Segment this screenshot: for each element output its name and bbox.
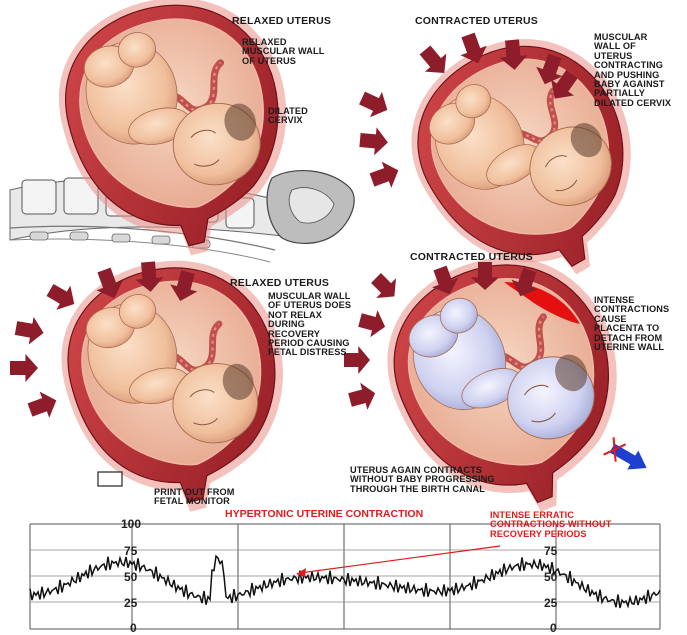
legend-swatch — [98, 472, 122, 486]
label-no-relax: MUSCULAR WALL OF UTERUS DOES NOT RELAX D… — [268, 292, 351, 358]
legend-label: PRINT OUT FROM FETAL MONITOR — [154, 488, 235, 507]
label-placenta-detach: INTENSE CONTRACTIONS CAUSE PLACENTA TO D… — [594, 296, 669, 352]
monitor-annotation: INTENSE ERRATIC CONTRACTIONS WITHOUT REC… — [490, 511, 611, 539]
scale-right-0: 0 — [550, 622, 557, 634]
panel-title-contracted-top: CONTRACTED UTERUS — [415, 16, 538, 27]
scale-left-100: 100 — [121, 518, 141, 530]
contraction-arrow-icon — [14, 314, 46, 346]
label-relaxed-wall: RELAXED MUSCULAR WALL OF UTERUS — [242, 38, 324, 66]
scale-left-75: 75 — [124, 545, 137, 557]
bleeding-arrow-icon — [603, 436, 652, 477]
contraction-arrow-icon — [356, 85, 393, 122]
contraction-arrow-icon — [346, 380, 378, 414]
contraction-arrow-icon — [367, 157, 403, 193]
uterus-contracted-bottom — [358, 224, 662, 546]
scale-right-75: 75 — [544, 545, 557, 557]
label-no-progress: UTERUS AGAIN CONTRACTS WITHOUT BABY PROG… — [350, 466, 495, 494]
contraction-arrow-icon — [366, 268, 404, 306]
monitor-title: HYPERTONIC UTERINE CONTRACTION — [225, 509, 423, 520]
contraction-arrow-icon — [25, 387, 61, 423]
panel-title-contracted-bottom: CONTRACTED UTERUS — [410, 252, 533, 263]
scale-right-25: 25 — [544, 597, 557, 609]
panel-title-relaxed-bottom: RELAXED UTERUS — [230, 278, 329, 289]
scale-left-25: 25 — [124, 597, 137, 609]
contraction-arrow-icon — [43, 278, 81, 316]
panel-title-relaxed-top: RELAXED UTERUS — [232, 16, 331, 27]
contraction-arrow-icon — [10, 354, 38, 382]
scale-left-50: 50 — [124, 571, 137, 583]
label-contracting-wall: MUSCULAR WALL OF UTERUS CONTRACTING AND … — [594, 33, 671, 108]
contraction-arrow-icon — [356, 306, 388, 340]
scale-left-0: 0 — [130, 622, 137, 634]
contraction-arrow-icon — [359, 126, 389, 156]
scale-right-50: 50 — [544, 571, 557, 583]
label-dilated-cervix: DILATED CERVIX — [268, 107, 308, 126]
